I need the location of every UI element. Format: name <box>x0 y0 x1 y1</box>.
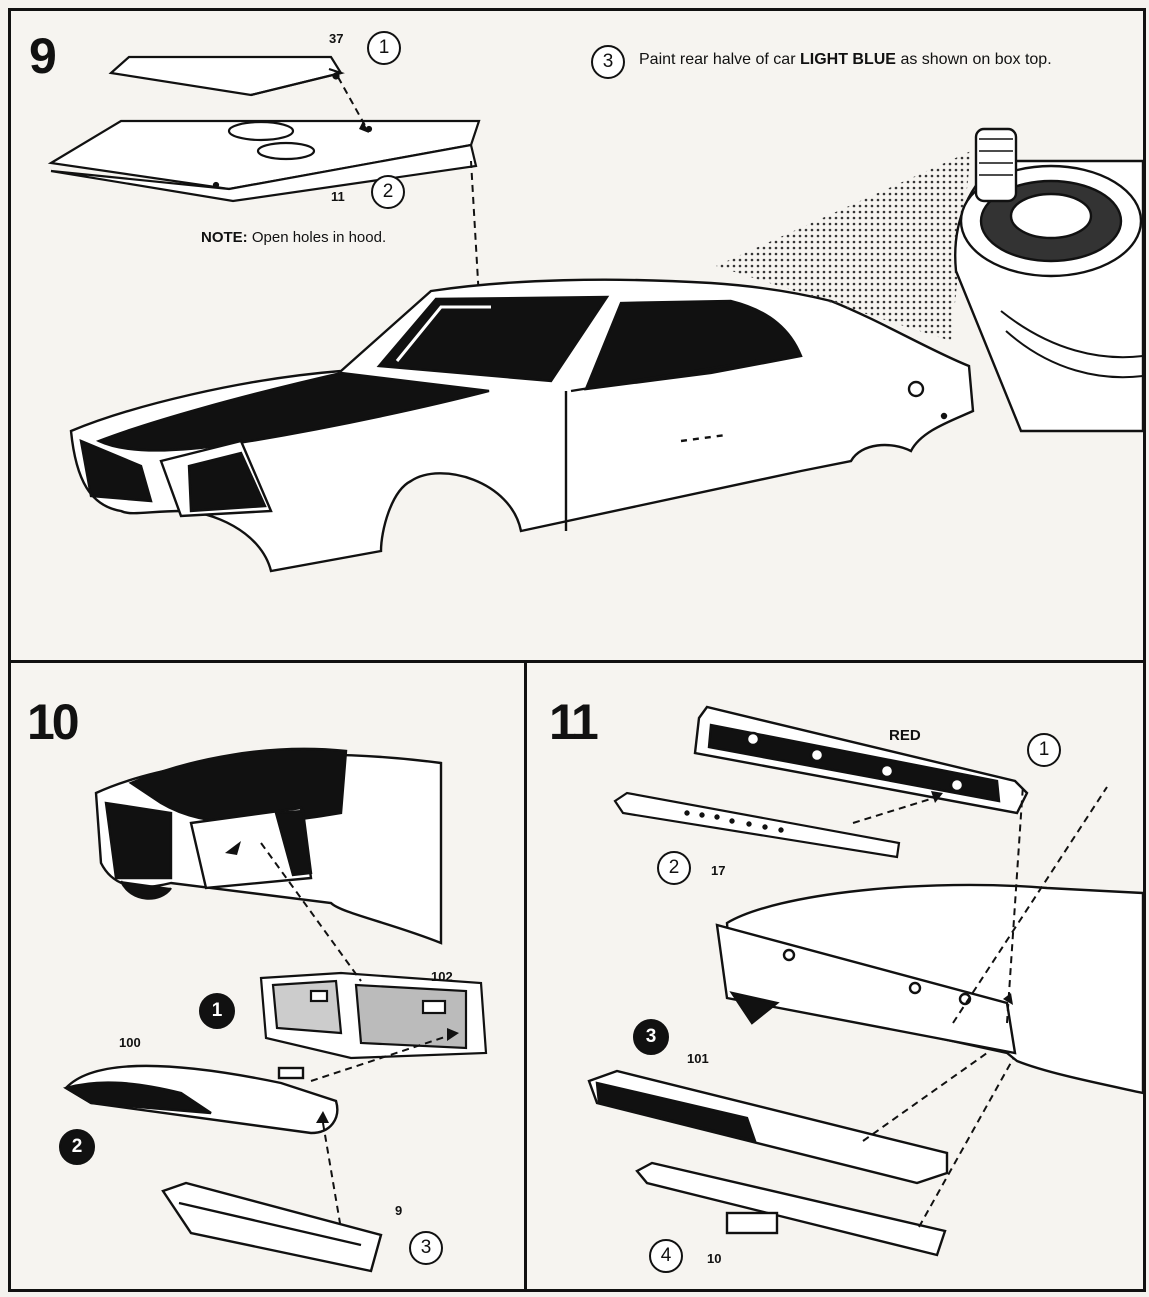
callout-hood: 2 <box>371 175 405 209</box>
step-number: 10 <box>27 694 80 750</box>
step-11-illustration <box>587 705 1143 1257</box>
step-9-panel: 9 37 1 11 2 NOTE: Open holes in hood. 3 … <box>11 11 1143 663</box>
lens-strip-drawing <box>613 791 901 859</box>
paint-instruction: Paint rear halve of car LIGHT BLUE as sh… <box>639 51 1052 69</box>
step-10-panel: 10 102 1 100 2 9 3 <box>11 663 527 1289</box>
step-11-panel: 11 RED 1 2 17 3 101 4 10 <box>527 663 1143 1289</box>
note-label: NOTE: <box>201 229 248 246</box>
color-label-red: RED <box>889 727 921 744</box>
part-number-9: 9 <box>395 1203 403 1218</box>
callout-lens-strip: 2 <box>657 851 691 885</box>
callout-paint: 3 <box>591 45 625 79</box>
front-bumper-drawing <box>63 1064 339 1135</box>
rear-body-drawing <box>715 883 1143 1095</box>
callout-rear-bumper: 3 <box>633 1019 669 1055</box>
callout-taillight-panel: 1 <box>1027 733 1061 767</box>
callout-grille: 1 <box>199 993 235 1029</box>
spray-can-drawing <box>716 127 1143 433</box>
front-valance-drawing <box>161 1181 383 1273</box>
step-number: 9 <box>29 28 57 84</box>
part-number-101: 101 <box>687 1051 709 1066</box>
part-number-11: 11 <box>331 189 345 204</box>
part-number-37: 37 <box>329 31 344 46</box>
grille-drawing <box>259 971 488 1060</box>
part-number-102: 102 <box>431 969 453 984</box>
rear-valance-drawing <box>635 1161 947 1257</box>
step-number: 11 <box>549 694 599 750</box>
note-text: NOTE: Open holes in hood. <box>201 229 386 246</box>
callout-hood-scoop: 1 <box>367 31 401 65</box>
part-number-17: 17 <box>711 863 726 878</box>
taillight-panel-drawing <box>693 705 1029 815</box>
hood-drawing <box>47 119 481 203</box>
part-number-10: 10 <box>707 1251 722 1266</box>
callout-rear-valance: 4 <box>649 1239 683 1273</box>
instruction-sheet: 9 37 1 11 2 NOTE: Open holes in hood. 3 … <box>8 8 1146 1292</box>
paint-instruction-text: Paint rear halve of car <box>639 51 796 68</box>
note-body: Open holes in hood. <box>251 229 387 246</box>
paint-instruction-suffix: as shown on box top. <box>900 51 1052 68</box>
car-body-drawing <box>69 278 975 573</box>
hood-scoop-drawing <box>108 55 345 97</box>
front-end-drawing <box>94 747 443 945</box>
step-9-illustration <box>47 55 1143 573</box>
step-10-illustration <box>63 747 488 1273</box>
paint-color: LIGHT BLUE <box>799 51 896 68</box>
part-number-100: 100 <box>119 1035 141 1050</box>
rear-bumper-drawing <box>587 1069 949 1185</box>
callout-valance: 3 <box>409 1231 443 1265</box>
callout-front-bumper: 2 <box>59 1129 95 1165</box>
